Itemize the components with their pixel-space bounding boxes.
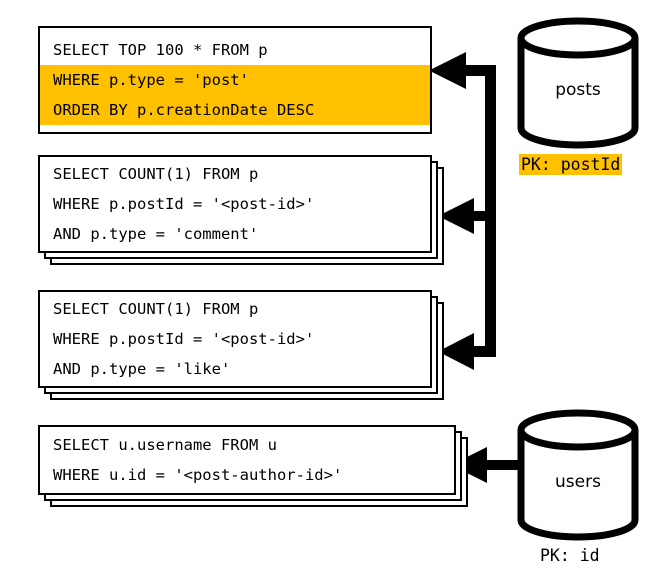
users-partition-key-label: PK: id: [540, 546, 600, 565]
query-text-block: SELECT TOP 100 * FROM p WHERE p.type = '…: [40, 28, 430, 132]
query-text-block: SELECT u.username FROM u WHERE u.id = '<…: [40, 427, 454, 493]
query-card-comment-count[interactable]: SELECT COUNT(1) FROM p WHERE p.postId = …: [38, 155, 444, 265]
query-text-block: SELECT COUNT(1) FROM p WHERE p.postId = …: [40, 157, 430, 251]
query-line: SELECT TOP 100 * FROM p: [53, 41, 268, 59]
query-line: WHERE p.postId = '<post-id>': [53, 330, 315, 348]
query-card-face: SELECT u.username FROM u WHERE u.id = '<…: [38, 425, 456, 495]
cylinder-shape: [517, 17, 639, 149]
query-line: WHERE p.postId = '<post-id>': [53, 195, 315, 213]
query-line: WHERE u.id = '<post-author-id>': [53, 466, 343, 484]
query-line: ORDER BY p.creationDate DESC: [40, 95, 430, 125]
query-line: WHERE p.type = 'post': [40, 65, 430, 95]
users-connector: [477, 460, 518, 470]
query-line: AND p.type = 'comment': [53, 225, 259, 243]
query-line: AND p.type = 'like': [53, 360, 231, 378]
query-line: SELECT COUNT(1) FROM p: [53, 300, 259, 318]
query-card-username-lookup[interactable]: SELECT u.username FROM u WHERE u.id = '<…: [38, 425, 468, 507]
query-card-face: SELECT COUNT(1) FROM p WHERE p.postId = …: [38, 290, 432, 388]
query-card-face: SELECT TOP 100 * FROM p WHERE p.type = '…: [38, 26, 432, 134]
posts-datastore[interactable]: posts: [516, 16, 640, 150]
cylinder-shape: [517, 409, 639, 541]
datastore-label: users: [555, 472, 601, 492]
query-text-block: SELECT COUNT(1) FROM p WHERE p.postId = …: [40, 292, 430, 386]
posts-partition-key-label: PK: postId: [519, 154, 623, 175]
query-card-like-count[interactable]: SELECT COUNT(1) FROM p WHERE p.postId = …: [38, 290, 444, 400]
query-card-face: SELECT COUNT(1) FROM p WHERE p.postId = …: [38, 155, 432, 253]
posts-connector-trunk: [441, 65, 496, 357]
query-card-top-posts[interactable]: SELECT TOP 100 * FROM p WHERE p.type = '…: [38, 26, 432, 134]
query-line: SELECT COUNT(1) FROM p: [53, 165, 259, 183]
users-datastore[interactable]: users: [516, 408, 640, 542]
query-line: SELECT u.username FROM u: [53, 436, 277, 454]
datastore-label: posts: [555, 80, 601, 100]
arrowhead-to-top-posts-query: [429, 52, 466, 89]
